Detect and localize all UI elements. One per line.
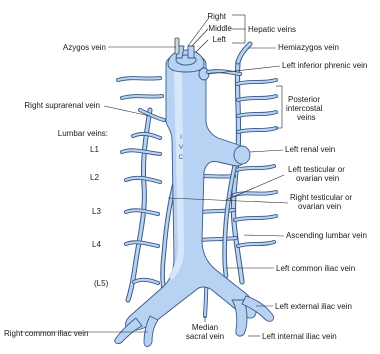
ascending-lumbar-label: Ascending lumbar vein — [286, 231, 367, 240]
hemiazygos-vein — [238, 44, 250, 62]
lumbar-l3-label: L3 — [92, 207, 101, 216]
lumbar-l1-label: L1 — [90, 145, 99, 154]
hemiazygos-vein-label: Hemiazygos vein — [278, 43, 339, 52]
ivc-letter-c: C — [179, 154, 184, 161]
posterior-intercostal-label-3: veins — [297, 113, 316, 122]
left-renal-vein — [234, 146, 250, 164]
left-testicular-label-1: Left testicular or — [288, 165, 345, 174]
ivc-letter-i: I — [180, 134, 182, 141]
right-ascending-lumbar-chain — [128, 110, 150, 300]
azygos-vein-label: Azygos vein — [63, 43, 106, 52]
right-testicular-label-1: Right testicular or — [290, 193, 353, 202]
right-testicular-label-2: ovarian vein — [298, 202, 341, 211]
lumbar-l4-label: L4 — [92, 240, 101, 249]
ivc-letter-v: V — [179, 144, 184, 151]
posterior-intercostal-label-2: intercostal — [286, 104, 323, 113]
hepatic-right-label: Right — [207, 12, 226, 21]
left-external-iliac-label: Left external iliac vein — [275, 302, 352, 311]
azygos-vein — [175, 38, 179, 54]
hepatic-middle-label: Middle — [208, 24, 232, 33]
right-common-iliac-label: Right common iliac vein — [4, 329, 88, 338]
lumbar-veins-label: Lumbar veins: — [58, 129, 108, 138]
left-internal-iliac-label: Left internal iliac vein — [262, 332, 337, 341]
leader-lines — [20, 15, 288, 336]
median-sacral-label-1: Median — [192, 323, 218, 332]
left-inferior-phrenic-label: Left inferior phrenic vein — [282, 61, 367, 70]
right-iliac-branches — [115, 316, 158, 347]
hepatic-veins-label: Hepatic veins — [248, 25, 296, 34]
lumbar-l2-label: L2 — [90, 173, 99, 182]
lumbar-l5-label: (L5) — [94, 279, 109, 288]
left-testicular-label-2: ovarian vein — [296, 174, 339, 183]
hepatic-left-label: Left — [213, 35, 227, 44]
left-common-iliac-label: Left common iliac vein — [276, 264, 355, 273]
right-suprarenal-label: Right suprarenal vein — [24, 101, 100, 110]
left-renal-vein-label: Left renal vein — [285, 145, 335, 154]
median-sacral-label-2: sacral vein — [186, 332, 224, 341]
posterior-intercostal-label-1: Posterior — [288, 95, 320, 104]
